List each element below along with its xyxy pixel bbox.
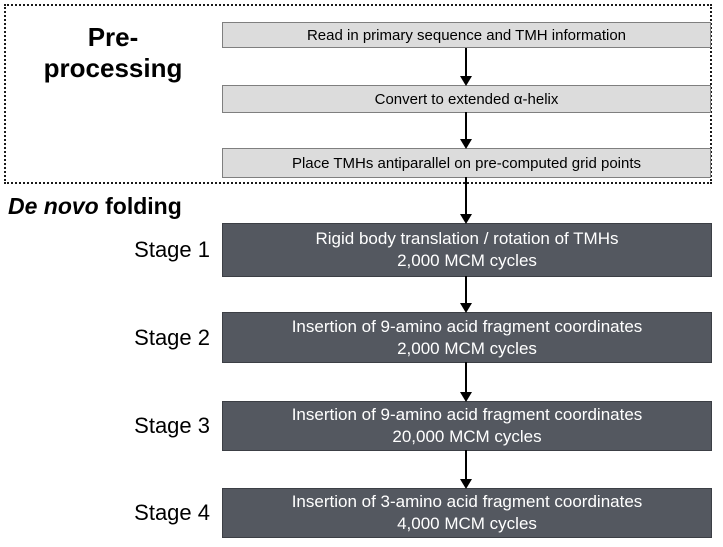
stage-box-line1: Rigid body translation / rotation of TMH… — [315, 229, 619, 248]
stage-2-box: Insertion of 9-amino acid fragment coord… — [222, 312, 712, 363]
arrow-head — [460, 303, 472, 313]
preprocessing-section-border — [4, 4, 712, 184]
arrow-down-icon — [460, 450, 472, 489]
stage-4-box: Insertion of 3-amino acid fragment coord… — [222, 488, 712, 538]
stage-2-label: Stage 2 — [134, 324, 210, 350]
arrow-down-icon — [460, 362, 472, 402]
stage-1-label: Stage 1 — [134, 237, 210, 262]
step-box-label: Place TMHs antiparallel on pre-computed … — [291, 154, 642, 172]
stage-box-line2: 2,000 MCM cycles — [397, 251, 537, 270]
arrow-line — [465, 362, 467, 392]
arrow-down-icon — [460, 48, 472, 86]
step-box-convert-helix: Convert to extended α-helix — [222, 85, 711, 113]
stage-1-box: Rigid body translation / rotation of TMH… — [222, 223, 712, 277]
arrow-head — [460, 479, 472, 489]
stage-4-label: Stage 4 — [134, 500, 210, 525]
stage-box-line2: 2,000 MCM cycles — [397, 338, 537, 358]
arrow-line — [465, 450, 467, 479]
arrow-head — [460, 392, 472, 402]
stage-box-line1: Insertion of 9-amino acid fragment coord… — [291, 316, 643, 336]
de-novo-heading-italic: De novo — [8, 193, 99, 219]
stage-box-line2: 4,000 MCM cycles — [397, 514, 537, 533]
de-novo-folding-heading: De novo folding — [8, 193, 182, 220]
stage-box-line1: Insertion of 9-amino acid fragment coord… — [291, 405, 643, 424]
step-box-label: Read in primary sequence and TMH informa… — [306, 26, 627, 44]
stage-box-line2: 20,000 MCM cycles — [392, 427, 542, 446]
stage-box-line1: Insertion of 3-amino acid fragment coord… — [291, 492, 643, 511]
arrow-head — [460, 139, 472, 149]
step-box-label: Convert to extended α-helix — [374, 90, 559, 108]
stage-3-box: Insertion of 9-amino acid fragment coord… — [222, 401, 712, 451]
stage-3-label: Stage 3 — [134, 413, 210, 438]
arrow-line — [465, 276, 467, 303]
arrow-head — [460, 214, 472, 224]
arrow-down-icon — [460, 276, 472, 313]
step-box-read-sequence: Read in primary sequence and TMH informa… — [222, 22, 711, 48]
arrow-line — [465, 112, 467, 139]
arrow-line — [465, 177, 467, 214]
arrow-down-icon — [460, 177, 472, 224]
arrow-head — [460, 76, 472, 86]
preprocessing-section-label: Pre- processing — [43, 22, 183, 83]
arrow-line — [465, 48, 467, 76]
step-box-place-tmhs: Place TMHs antiparallel on pre-computed … — [222, 148, 711, 178]
arrow-down-icon — [460, 112, 472, 149]
de-novo-heading-rest: folding — [98, 193, 182, 219]
